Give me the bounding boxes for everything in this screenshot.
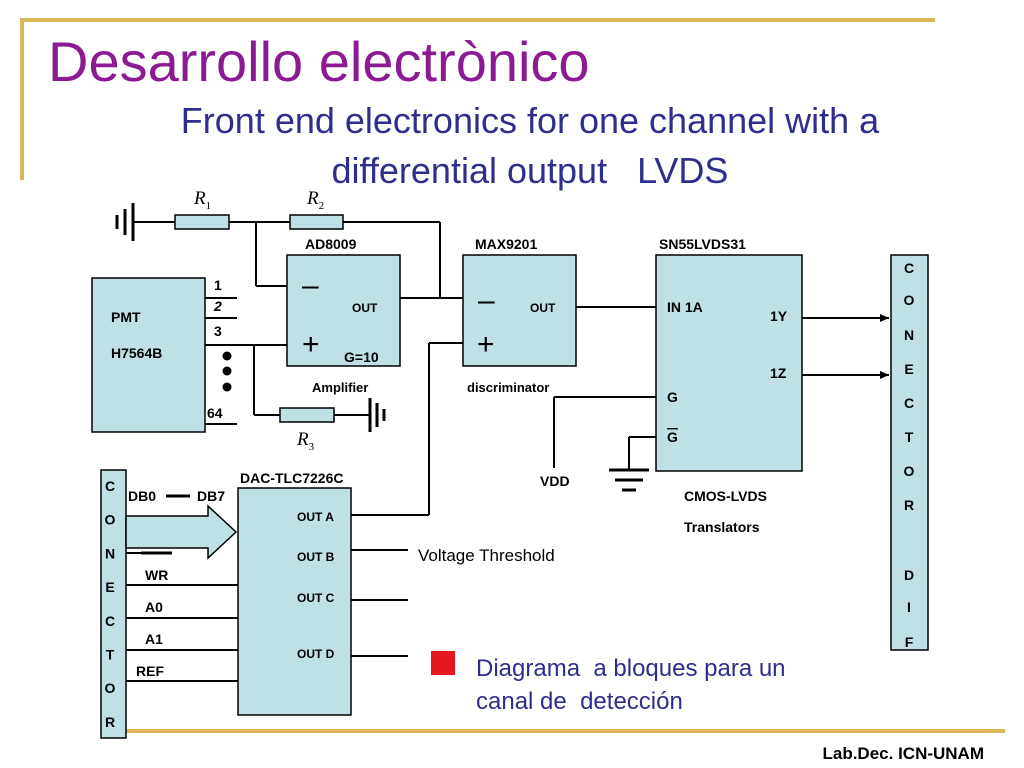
- lvds-1y: 1Y: [770, 308, 788, 324]
- connector-left-letters: C O N E C T O R: [105, 478, 116, 730]
- connector-left-letter: N: [105, 545, 115, 561]
- ground-icon: [115, 203, 135, 241]
- connector-right-block: [890, 254, 929, 651]
- ground-icon: [368, 398, 386, 432]
- dac-out-d: OUT D: [297, 647, 335, 661]
- connector-left-letter: T: [106, 647, 115, 663]
- comp-caption: discriminator: [467, 380, 549, 395]
- subtitle-line-2: differential output LVDS: [331, 150, 729, 191]
- db0-label: DB0: [128, 488, 156, 504]
- connector-right-letter: I: [907, 599, 911, 615]
- r1-sub: 1: [206, 200, 212, 212]
- pmt-label: PMT: [111, 309, 141, 325]
- connector-right-letter: E: [904, 361, 913, 377]
- amp-gain: G=10: [344, 349, 379, 365]
- r2-letter: R: [306, 188, 319, 209]
- connector-right-letter: O: [904, 463, 915, 479]
- slide-subtitle: Front end electronics for one channel wi…: [60, 96, 1000, 196]
- amp-name: AD8009: [305, 236, 357, 252]
- pmt-pin-64: 64: [207, 405, 223, 421]
- r1-label: R1: [193, 188, 211, 212]
- connector-right-letter: D: [904, 567, 914, 583]
- dac-out-a: OUT A: [297, 510, 334, 524]
- vdd-label: VDD: [540, 473, 570, 489]
- lvds-name: SN55LVDS31: [659, 236, 746, 252]
- ref-label: REF: [136, 663, 164, 679]
- db7-label: DB7: [197, 488, 225, 504]
- dac-block: [237, 487, 352, 716]
- amplifier-block: [286, 254, 401, 367]
- connector-left-letter: C: [105, 613, 115, 629]
- pmt-pin-3: 3: [214, 323, 222, 339]
- wires: [126, 221, 656, 682]
- dac-out-b: OUT B: [297, 550, 335, 564]
- connector-left-letter: R: [105, 714, 115, 730]
- resistor-r3: [279, 407, 335, 423]
- pmt-block: [91, 277, 206, 433]
- ellipsis-icon: [222, 351, 232, 392]
- bullet-square: [431, 651, 455, 675]
- r2-sub: 2: [319, 200, 325, 212]
- lvds-in: IN 1A: [667, 299, 703, 315]
- connector-left-letter: O: [105, 680, 116, 696]
- lvds-1z: 1Z: [770, 365, 787, 381]
- resistor-r2: [289, 214, 344, 230]
- lvds-gbar: G: [667, 429, 678, 445]
- comp-name: MAX9201: [475, 236, 537, 252]
- wr-label: WR: [145, 567, 168, 583]
- r1-letter: R: [193, 188, 206, 209]
- lvds-caption-1: CMOS-LVDS: [684, 488, 767, 504]
- connector-right-letter: F: [905, 634, 914, 650]
- slide-title: Desarrollo electrònico: [48, 30, 590, 93]
- slide-frame: [20, 18, 1005, 733]
- amp-minus: –: [302, 269, 319, 302]
- pmt-pin-2: 2: [213, 298, 222, 314]
- lvds-caption-2: Translators: [684, 519, 760, 535]
- comparator-block: [462, 254, 577, 367]
- subtitle-line-1: Front end electronics for one channel wi…: [180, 100, 880, 141]
- comp-plus: +: [477, 328, 495, 361]
- connector-left-letter: C: [105, 478, 115, 494]
- connector-right-letter: R: [904, 497, 914, 513]
- a1-label: A1: [145, 631, 163, 647]
- connector-right-letter: N: [904, 327, 914, 343]
- r3-sub: 3: [309, 441, 315, 453]
- diagram-note: Diagrama a bloques para un canal de dete…: [476, 652, 896, 718]
- note-line-1: Diagrama a bloques para un: [476, 655, 786, 682]
- footer-credit: Lab.Dec. ICN-UNAM: [822, 744, 984, 763]
- r3-letter: R: [296, 429, 309, 450]
- comp-out: OUT: [530, 301, 556, 315]
- dac-name: DAC-TLC7226C: [240, 470, 343, 486]
- r2-label: R2: [306, 188, 324, 212]
- data-bus-arrow: [125, 504, 238, 560]
- pmt-model: H7564B: [111, 345, 162, 361]
- connector-right-letter: C: [904, 395, 914, 411]
- r3-label: R3: [296, 429, 315, 453]
- amp-plus: +: [302, 328, 320, 361]
- a0-label: A0: [145, 599, 163, 615]
- connector-left-letter: O: [105, 512, 116, 528]
- note-line-2: canal de detección: [476, 688, 683, 715]
- dac-out-c: OUT C: [297, 591, 335, 605]
- lvds-g: G: [667, 389, 678, 405]
- connector-right-letter: C: [904, 260, 914, 276]
- ground-icon: [609, 468, 649, 492]
- comp-minus: –: [478, 284, 495, 317]
- amp-caption: Amplifier: [312, 380, 368, 395]
- connector-left-block: [100, 469, 127, 739]
- connector-right-letter: T: [905, 429, 914, 445]
- amp-out: OUT: [352, 301, 378, 315]
- pmt-pin-1: 1: [214, 277, 222, 293]
- connector-right-letter: O: [904, 292, 915, 308]
- lvds-block: [655, 254, 803, 472]
- connector-left-letter: E: [105, 579, 114, 595]
- resistor-r1: [174, 214, 230, 230]
- voltage-threshold-label: Voltage Threshold: [418, 546, 555, 565]
